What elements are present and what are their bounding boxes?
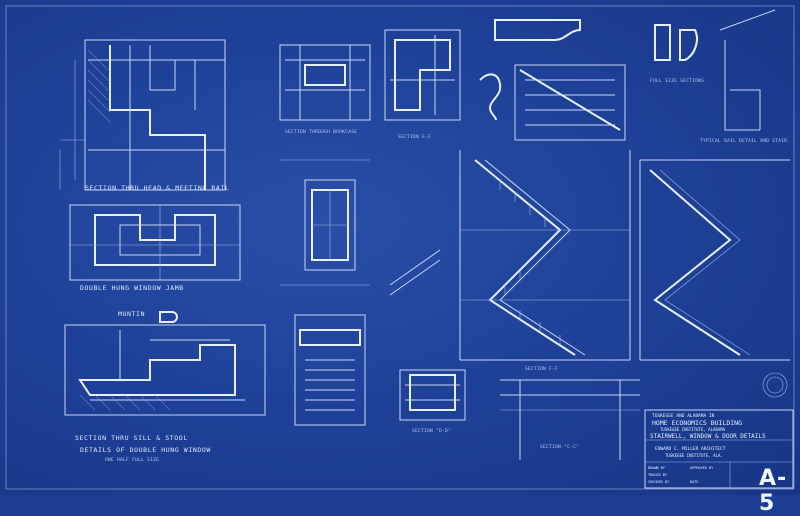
landing-section [399,369,466,421]
sheet-border [5,5,795,490]
muntin-profile [159,311,178,323]
tb-line3: TUSKEGEE INSTITUTE, ALABAMA [660,427,726,432]
stair-main-section [389,150,631,361]
label-dh-jamb: DOUBLE HUNG WINDOW JAMB [80,284,184,292]
rail-detail [654,9,776,131]
label-half-full: ONE HALF FULL SIZE [105,457,159,463]
label-sec-cc: SECTION "C-C" [540,444,579,450]
beam-section [500,379,640,460]
tb-date: DATE [690,480,698,484]
tb-architect: EDWARD C. MILLER ARCHITECT [655,446,726,452]
registration-stamp [762,372,788,398]
sill-section-detail [64,324,266,416]
bookcase-section [279,44,371,121]
label-details-dh: DETAILS OF DOUBLE HUNG WINDOW [80,446,211,454]
label-sec-dd: SECTION "D-D" [412,428,451,434]
tb-line2: HOME ECONOMICS BUILDING [652,419,742,427]
upper-stair-section [514,64,626,141]
tb-traced: TRACED BY [648,473,668,477]
tb-approved: APPROVED BY [690,466,714,470]
sheet-number: A-5 [759,466,788,516]
label-sec-ff: SECTION F-F [525,366,558,372]
label-sec-ee: SECTION E-E [398,134,431,140]
drawing-canvas: SECTION THRU HEAD & MEETING RAIL DOUBLE … [5,5,795,490]
tb-line1: TUSKEGEE AND ALABAMA IN [652,413,715,419]
tb-drawn: DRAWN BY [648,466,666,470]
molding-profile [479,19,581,121]
label-typical-rail: TYPICAL RAIL DETAIL AND STAIR [700,138,787,144]
tb-architect-loc: TUSKEGEE INSTITUTE, ALA. [665,453,723,458]
jamb-detail [69,204,241,281]
label-muntin: MUNTIN [118,310,145,318]
tb-checked: CHECKED BY [648,480,670,484]
tb-line4: STAIRWELL, WINDOW & DOOR DETAILS [650,433,766,440]
label-full-size: FULL SIZE SECTIONS [650,78,704,84]
stair-elevation [639,159,790,361]
title-block [644,409,794,489]
cabinet-elevation [280,159,370,286]
label-sec-sill: SECTION THRU SILL & STOOL [75,434,188,442]
stair-lower-section [294,314,366,426]
label-bookcase: SECTION THROUGH BOOKCASE [285,129,357,135]
door-head-section [384,29,461,121]
label-section-head: SECTION THRU HEAD & MEETING RAIL [85,184,229,192]
head-section-detail [59,39,226,191]
